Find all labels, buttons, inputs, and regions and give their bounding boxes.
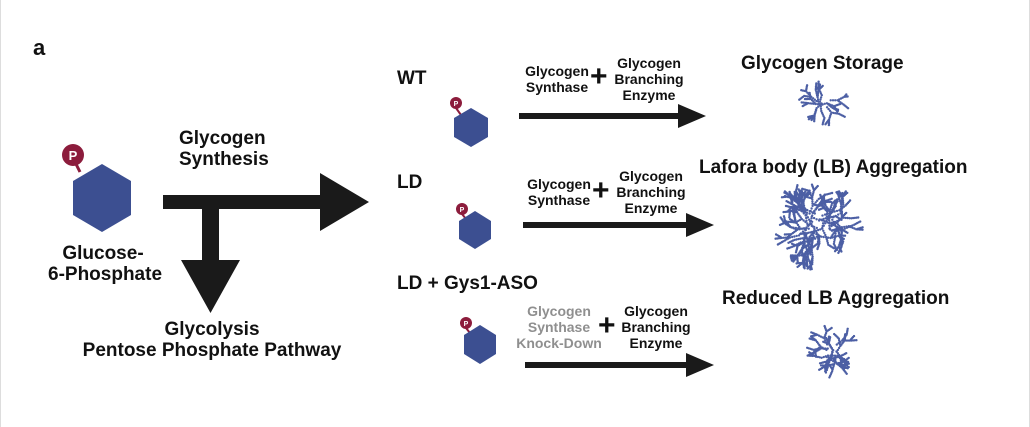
glucose-6-phosphate-label: Glucose- 6-Phosphate: [48, 243, 163, 286]
ld-glycogen-synthase-label: Glycogen Synthase: [522, 176, 596, 208]
lafora-body-aggregate-icon: [774, 183, 864, 271]
synthesis-label-line2: Synthesis: [179, 149, 269, 171]
enzyme-b-line3: Enzyme: [622, 87, 676, 104]
enzyme-a-line1: Glycogen: [527, 176, 591, 192]
enzyme-b-line2: Branching: [616, 184, 686, 201]
enzyme-a-line2: Synthase: [527, 319, 591, 336]
enzyme-b-line2: Branching: [621, 319, 691, 336]
synthesis-label-line1: Glycogen: [179, 128, 266, 149]
reduced-aggregate-icon: [806, 324, 858, 379]
enzyme-b-line1: Glycogen: [619, 168, 683, 184]
condition-ld-gys1-aso-label: LD + Gys1-ASO: [397, 273, 538, 294]
aso-plus-sign: +: [598, 309, 616, 342]
enzyme-b-line1: Glycogen: [624, 303, 688, 319]
ld-branching-enzyme-label: Glycogen Branching Enzyme: [609, 168, 693, 216]
condition-ld-label: LD: [397, 172, 423, 193]
glycogen-synthesis-label: Glycogen Synthesis: [179, 128, 269, 171]
glycolysis-label-line2: Pentose Phosphate Pathway: [82, 340, 342, 362]
phosphate-symbol: P: [464, 321, 469, 328]
ld-glucose-icon: P: [456, 203, 491, 249]
enzyme-a-line1: Glycogen: [525, 63, 589, 79]
enzyme-a-line2: Synthase: [527, 192, 591, 209]
wt-glycogen-synthase-label: Glycogen Synthase: [520, 63, 594, 95]
glycolysis-label: Glycolysis Pentose Phosphate Pathway: [62, 319, 362, 362]
panel-label: a: [33, 35, 46, 60]
glycolysis-arrow: [181, 205, 240, 313]
ld-aso-reaction-arrow: [525, 353, 714, 377]
enzyme-b-line2: Branching: [614, 71, 684, 88]
outcome-glycogen-storage: Glycogen Storage: [741, 53, 904, 74]
wt-plus-sign: +: [590, 60, 608, 93]
phosphate-symbol: P: [69, 148, 78, 163]
phosphate-symbol: P: [460, 207, 465, 214]
aso-branching-enzyme-label: Glycogen Branching Enzyme: [614, 303, 698, 351]
outcome-reduced-lb-aggregation: Reduced LB Aggregation: [722, 288, 950, 309]
ld-reaction-arrow: [523, 213, 714, 237]
condition-wt-label: WT: [397, 68, 427, 89]
glucose-label-line2: 6-Phosphate: [48, 264, 163, 286]
glucose-label-line1: Glucose-: [62, 243, 144, 264]
wt-reaction-arrow: [519, 104, 706, 128]
wt-branching-enzyme-label: Glycogen Branching Enzyme: [607, 55, 691, 103]
enzyme-b-line1: Glycogen: [617, 55, 681, 71]
enzyme-a-line3: Knock-Down: [516, 335, 602, 352]
glycolysis-label-line1: Glycolysis: [164, 319, 260, 340]
phosphate-symbol: P: [454, 101, 459, 108]
enzyme-a-line2: Synthase: [525, 79, 589, 96]
outcome-lafora-body-aggregation: Lafora body (LB) Aggregation: [699, 157, 968, 178]
ld-plus-sign: +: [592, 174, 610, 207]
enzyme-b-line3: Enzyme: [624, 200, 678, 217]
phosphate-circle: [62, 144, 84, 166]
left-border: [0, 0, 1, 427]
glucose-6-phosphate-icon: P: [62, 144, 131, 232]
ld-aso-glucose-icon: P: [460, 317, 496, 364]
glucose-hexagon: [73, 164, 131, 232]
aso-synthase-knockdown-label: Glycogen Synthase Knock-Down: [515, 303, 603, 351]
glycogen-particle-icon: [798, 80, 850, 127]
enzyme-a-line1: Glycogen: [527, 303, 591, 319]
glycogen-synthesis-arrow: [163, 173, 369, 231]
wt-glucose-icon: P: [450, 97, 488, 147]
enzyme-b-line3: Enzyme: [629, 335, 683, 352]
